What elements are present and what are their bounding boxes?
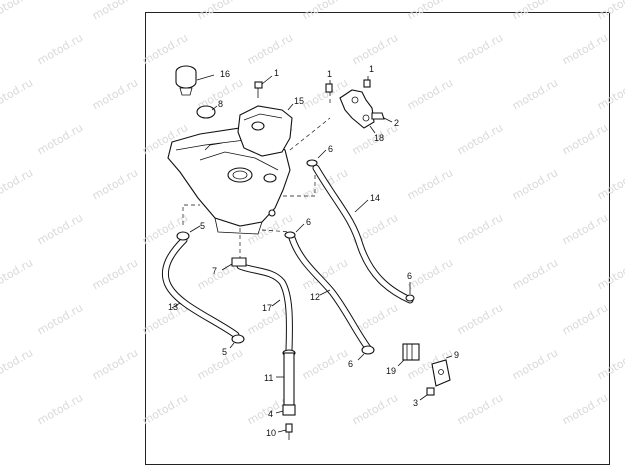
callout-7: 7 (212, 266, 217, 276)
watermark-text: motod.ru (595, 346, 625, 382)
callout-2: 2 (394, 118, 399, 128)
callout-1: 1 (369, 64, 374, 74)
callout-5: 5 (222, 347, 227, 357)
pipe-11 (282, 349, 296, 440)
filler-cap-16 (175, 65, 216, 119)
callout-leaders (171, 74, 453, 433)
watermark-text: motod.ru (195, 346, 245, 382)
callout-10: 10 (266, 428, 276, 438)
watermark-text: motod.ru (560, 121, 610, 157)
callout-12: 12 (310, 292, 320, 302)
watermark-text: motod.ru (455, 31, 505, 67)
watermark-text: motod.ru (0, 76, 35, 112)
callout-1: 1 (274, 68, 279, 78)
watermark-text: motod.ru (405, 256, 455, 292)
callout-9: 9 (454, 350, 459, 360)
watermark-text: motod.ru (90, 0, 140, 23)
callout-6: 6 (348, 359, 353, 369)
callout-4: 4 (268, 409, 273, 419)
watermark-text: motod.ru (405, 0, 455, 23)
watermark-text: motod.ru (405, 166, 455, 202)
hose-14 (312, 164, 414, 304)
watermark-text: motod.ru (35, 301, 85, 337)
callout-6: 6 (328, 144, 333, 154)
watermark-text: motod.ru (140, 391, 190, 427)
watermark-text: motod.ru (455, 121, 505, 157)
callout-labels: 16 8 1 15 1 1 2 18 6 14 5 6 7 6 13 17 12… (168, 64, 459, 438)
watermark-text: motod.ru (455, 301, 505, 337)
callout-13: 13 (168, 302, 178, 312)
watermark-text: motod.ru (90, 346, 140, 382)
watermark-text: motod.ru (350, 391, 400, 427)
watermark-text: motod.ru (90, 76, 140, 112)
watermark-text: motod.ru (595, 166, 625, 202)
watermark-text: motod.ru (510, 256, 560, 292)
callout-1: 1 (327, 69, 332, 79)
watermark-text: motod.ru (300, 76, 350, 112)
watermark-text: motod.ru (35, 391, 85, 427)
watermark-text: motod.ru (510, 76, 560, 112)
callout-6: 6 (407, 271, 412, 281)
hose-17 (236, 262, 293, 354)
watermark-text: motod.ru (35, 121, 85, 157)
watermark-text: motod.ru (350, 31, 400, 67)
watermark-text: motod.ru (0, 0, 35, 23)
watermark-text: motod.ru (35, 31, 85, 67)
watermark-text: motod.ru (405, 76, 455, 112)
watermark-text: motod.ru (455, 391, 505, 427)
watermark-text: motod.ru (300, 346, 350, 382)
watermark-text: motod.ru (595, 256, 625, 292)
bolt-3 (426, 387, 435, 396)
watermark-text: motod.ru (595, 76, 625, 112)
watermark-text: motod.ru (560, 301, 610, 337)
watermark-text: motod.ru (245, 31, 295, 67)
watermark-text: motod.ru (510, 166, 560, 202)
bracket-9 (431, 359, 451, 387)
watermark-text: motod.ru (140, 31, 190, 67)
watermark-text: motod.ru (0, 346, 35, 382)
watermark-text: motod.ru (0, 256, 35, 292)
callout-16: 16 (220, 69, 230, 79)
clamps (176, 159, 415, 355)
watermark-text: motod.ru (560, 211, 610, 247)
assembly-lines (182, 92, 331, 260)
callout-19: 19 (386, 366, 396, 376)
watermark-text: motod.ru (195, 0, 245, 23)
diagram-frame (145, 12, 610, 465)
watermark-text: motod.ru (300, 0, 350, 23)
watermark-text: motod.ru (510, 346, 560, 382)
callout-8: 8 (218, 99, 223, 109)
callout-18: 18 (374, 133, 384, 143)
watermark-text: motod.ru (510, 0, 560, 23)
callout-6: 6 (306, 217, 311, 227)
callout-14: 14 (370, 193, 380, 203)
watermark-text: motod.ru (0, 166, 35, 202)
callout-17: 17 (262, 303, 272, 313)
callout-11: 11 (264, 373, 273, 383)
watermark-text: motod.ru (140, 301, 190, 337)
block-19 (402, 343, 420, 361)
watermark-text: motod.ru (560, 31, 610, 67)
callout-15: 15 (294, 96, 304, 106)
bracket-18 (325, 79, 385, 129)
bolt-1-top (254, 81, 263, 98)
watermark-text: motod.ru (90, 256, 140, 292)
callout-5: 5 (200, 221, 205, 231)
watermark-text: motod.ru (455, 211, 505, 247)
hose-13 (161, 236, 240, 339)
callout-3: 3 (413, 398, 418, 408)
watermark-text: motod.ru (90, 166, 140, 202)
hose-12 (288, 234, 372, 352)
watermark-text: motod.ru (560, 391, 610, 427)
watermark-text: motod.ru (595, 0, 625, 23)
reservoir-15 (237, 105, 293, 157)
watermark-text: motod.ru (35, 211, 85, 247)
